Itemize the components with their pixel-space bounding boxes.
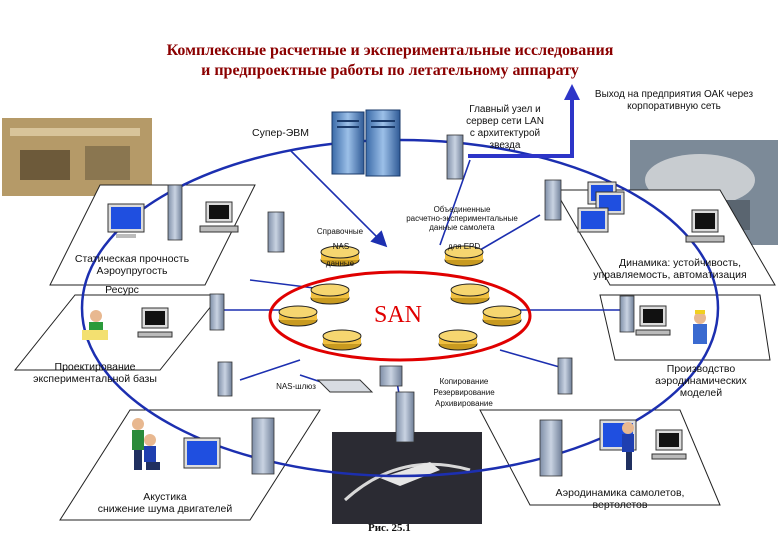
person-icon — [132, 418, 144, 470]
server-icon — [446, 134, 464, 180]
person-icon — [622, 422, 634, 470]
monitor-icon — [651, 429, 687, 460]
design-label-2: экспериментальной базы — [33, 373, 157, 385]
main-server-label-2: сервер сети LAN — [466, 116, 544, 127]
person-icon — [693, 310, 707, 344]
production-label-2: аэродинамических — [655, 375, 747, 387]
combined-data-label-1: Объединенные — [433, 205, 491, 214]
storage-disks — [278, 245, 522, 351]
server-icon — [251, 417, 275, 475]
monitor-icon — [635, 305, 671, 336]
oak-exit-label-2: корпоративную сеть — [627, 101, 721, 112]
monitor-icon — [107, 203, 145, 238]
server-icon — [619, 295, 635, 333]
disk-icon — [444, 245, 484, 267]
server-icon — [539, 419, 563, 477]
person-icon — [144, 434, 160, 470]
oak-exit-label-1: Выход на предприятия ОАК через — [594, 89, 754, 100]
production-label-3: моделей — [679, 387, 723, 399]
server-icon — [217, 361, 233, 397]
san-ring — [268, 270, 532, 362]
disk-icon — [278, 305, 318, 327]
dynamics-label-2: управляемость, автоматизация — [593, 269, 747, 281]
acoustics-label-2: снижение шума двигателей — [97, 503, 233, 515]
resource-label: Ресурс — [105, 284, 139, 296]
disk-icon — [438, 329, 478, 351]
disk-icon — [320, 245, 360, 267]
monitor-icon — [685, 209, 725, 243]
supercomputer-label: Супер-ЭВМ — [252, 127, 309, 139]
page-title-line-2: и предпроектные работы по летательному а… — [201, 62, 579, 79]
disk-icon — [450, 283, 490, 305]
main-server-label-3: с архитектурой — [469, 128, 541, 139]
server-icon — [267, 211, 285, 253]
copy-label: Копирование — [439, 377, 489, 386]
monitor-icon — [137, 307, 173, 338]
nas-gateway-label: NAS-шлюз — [276, 382, 316, 391]
aero-label-1: Аэродинамика самолетов, — [555, 487, 685, 499]
reference-data-label: Справочные — [316, 227, 364, 236]
production-label-1: Производство — [666, 363, 736, 375]
server-icon — [395, 391, 415, 443]
monitor-icon — [183, 437, 221, 469]
person-icon — [82, 310, 108, 340]
dynamics-label-1: Динамика: устойчивость, — [618, 257, 742, 269]
disk-icon — [482, 305, 522, 327]
design-label-1: Проектирование — [54, 361, 136, 373]
aero-label-2: вертолетов — [592, 499, 648, 511]
reference-data-label-2: данные — [325, 259, 355, 268]
acoustics-label-1: Акустика — [143, 491, 187, 503]
server-icon — [379, 365, 403, 387]
nas-label: NAS — [332, 242, 350, 251]
server-icon — [544, 179, 562, 221]
static-strength-label-1: Статическая прочность — [74, 253, 190, 265]
backup-label: Резервирование — [433, 388, 495, 397]
server-towers — [167, 134, 635, 477]
disk-icon — [322, 329, 362, 351]
nas-gateway-icon — [316, 379, 374, 393]
disk-icon — [310, 283, 350, 305]
combined-data-label-2: расчетно-экспериментальные — [406, 214, 518, 223]
for-epd-label: для ЕРD — [447, 242, 481, 251]
people — [82, 310, 707, 470]
static-strength-label-2: Аэроупругость — [96, 265, 168, 277]
main-server-label-1: Главный узел и — [469, 104, 541, 115]
archive-label: Архивирование — [435, 399, 493, 408]
san-label: SAN — [374, 302, 423, 328]
supercomputer-server-icon — [331, 109, 401, 177]
server-icon — [209, 293, 225, 331]
combined-data-label-3: данные самолета — [429, 223, 495, 232]
server-icon — [557, 357, 573, 395]
monitor-icon — [577, 207, 609, 233]
main-server-label-4: звезда — [489, 140, 521, 151]
monitor-icon — [199, 201, 239, 233]
server-icon — [167, 184, 183, 241]
figure-caption: Рис. 25.1 — [368, 522, 411, 534]
oak-exit-arrow — [468, 98, 574, 158]
page-title-line-1: Комплексные расчетные и экспериментальны… — [166, 42, 614, 59]
